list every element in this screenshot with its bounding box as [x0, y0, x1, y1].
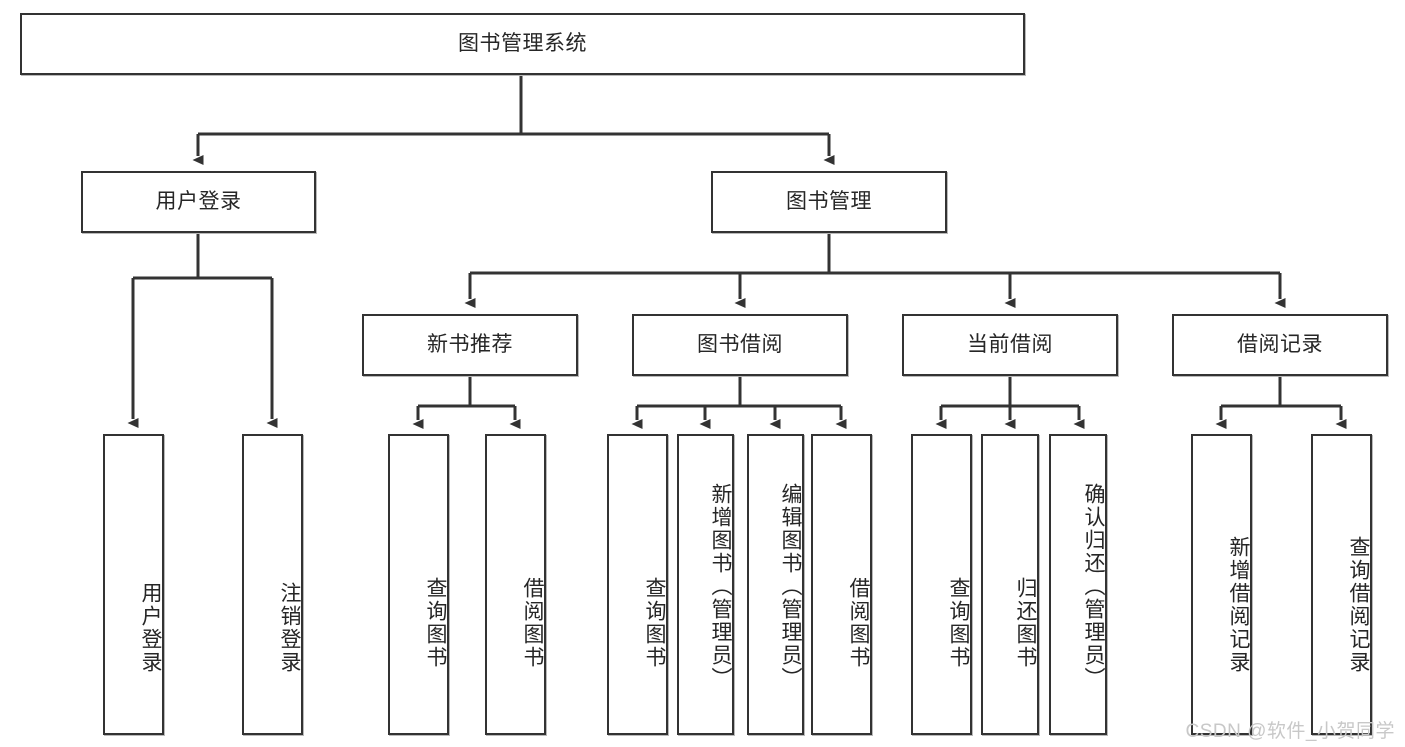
- node-leaf-confirm-return-label: 确认归还（管理员）: [1082, 483, 1105, 690]
- node-leaf-confirm-return[interactable]: 确认归还（管理员）: [1049, 434, 1107, 735]
- node-leaf-add-book[interactable]: 新增图书（管理员）: [677, 434, 734, 735]
- node-leaf-query-book-2-label: 查询图书: [643, 576, 666, 669]
- node-root[interactable]: 图书管理系统: [20, 13, 1025, 75]
- node-leaf-return-book[interactable]: 归还图书: [981, 434, 1039, 735]
- node-leaf-add-record[interactable]: 新增借阅记录: [1191, 434, 1252, 735]
- node-leaf-borrow-book-2-label: 借阅图书: [847, 576, 870, 669]
- node-book-manage[interactable]: 图书管理: [711, 171, 947, 233]
- node-book-borrow-label: 图书借阅: [697, 332, 783, 356]
- node-leaf-query-record-label: 查询借阅记录: [1347, 535, 1370, 674]
- node-leaf-query-book-3-label: 查询图书: [947, 576, 970, 669]
- node-current-borrow[interactable]: 当前借阅: [902, 314, 1118, 376]
- node-leaf-borrow-book-1[interactable]: 借阅图书: [485, 434, 546, 735]
- node-leaf-query-book-1[interactable]: 查询图书: [388, 434, 449, 735]
- node-leaf-edit-book[interactable]: 编辑图书（管理员）: [747, 434, 804, 735]
- node-user-login[interactable]: 用户登录: [81, 171, 316, 233]
- node-new-book-rec[interactable]: 新书推荐: [362, 314, 578, 376]
- node-leaf-query-book-3[interactable]: 查询图书: [911, 434, 972, 735]
- node-leaf-edit-book-label: 编辑图书（管理员）: [779, 483, 802, 690]
- node-leaf-return-book-label: 归还图书: [1014, 576, 1037, 669]
- node-borrow-record-label: 借阅记录: [1237, 332, 1323, 356]
- node-root-label: 图书管理系统: [458, 31, 587, 55]
- node-book-manage-label: 图书管理: [786, 189, 872, 213]
- node-leaf-user-logout[interactable]: 注销登录: [242, 434, 303, 735]
- csdn-watermark: CSDN @软件_小贺同学: [1185, 721, 1395, 742]
- node-leaf-add-record-label: 新增借阅记录: [1227, 535, 1250, 674]
- node-leaf-user-login[interactable]: 用户登录: [103, 434, 164, 735]
- node-user-login-label: 用户登录: [155, 189, 242, 213]
- node-book-borrow[interactable]: 图书借阅: [632, 314, 848, 376]
- node-leaf-user-logout-label: 注销登录: [278, 581, 301, 674]
- node-leaf-borrow-book-1-label: 借阅图书: [521, 576, 544, 669]
- node-new-book-rec-label: 新书推荐: [427, 332, 513, 356]
- node-leaf-borrow-book-2[interactable]: 借阅图书: [811, 434, 872, 735]
- node-leaf-query-book-1-label: 查询图书: [424, 576, 447, 669]
- node-leaf-query-book-2[interactable]: 查询图书: [607, 434, 668, 735]
- node-borrow-record[interactable]: 借阅记录: [1172, 314, 1388, 376]
- node-leaf-user-login-label: 用户登录: [139, 581, 162, 674]
- node-current-borrow-label: 当前借阅: [967, 332, 1053, 356]
- node-leaf-add-book-label: 新增图书（管理员）: [709, 483, 732, 690]
- node-leaf-query-record[interactable]: 查询借阅记录: [1311, 434, 1372, 735]
